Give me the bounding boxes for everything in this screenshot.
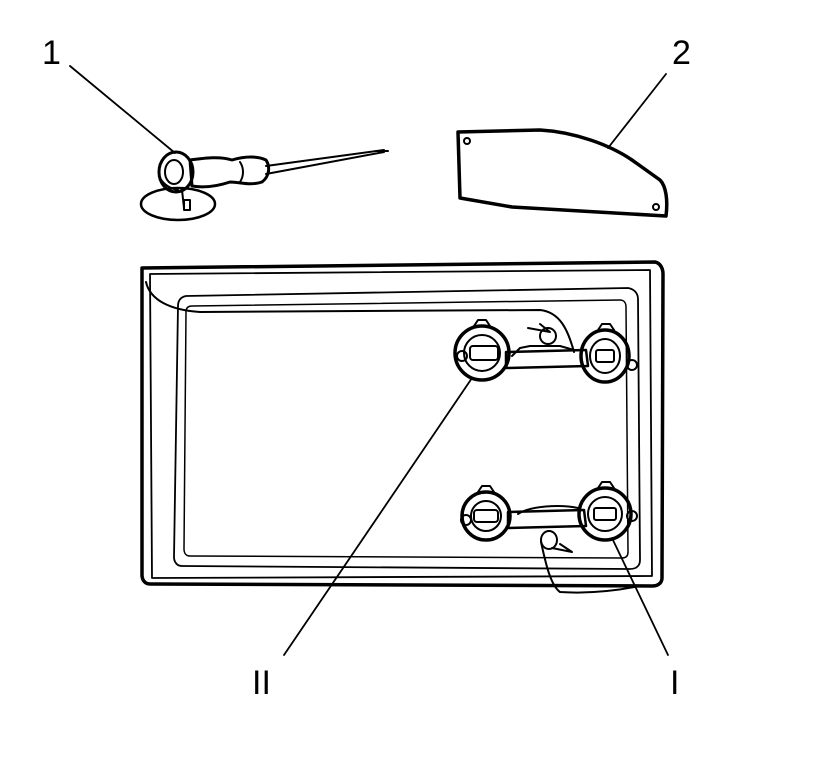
suction-cup-handle-lower bbox=[461, 482, 668, 655]
callout-II: II bbox=[252, 664, 271, 702]
suction-cup-handle-upper bbox=[284, 320, 637, 655]
callout-2: 2 bbox=[672, 34, 691, 72]
callout-I: I bbox=[670, 664, 680, 702]
windshield-glass bbox=[142, 262, 663, 593]
callout-1: 1 bbox=[42, 34, 61, 72]
cutting-tool-illustration bbox=[70, 66, 388, 220]
protective-plate-illustration bbox=[458, 74, 667, 216]
